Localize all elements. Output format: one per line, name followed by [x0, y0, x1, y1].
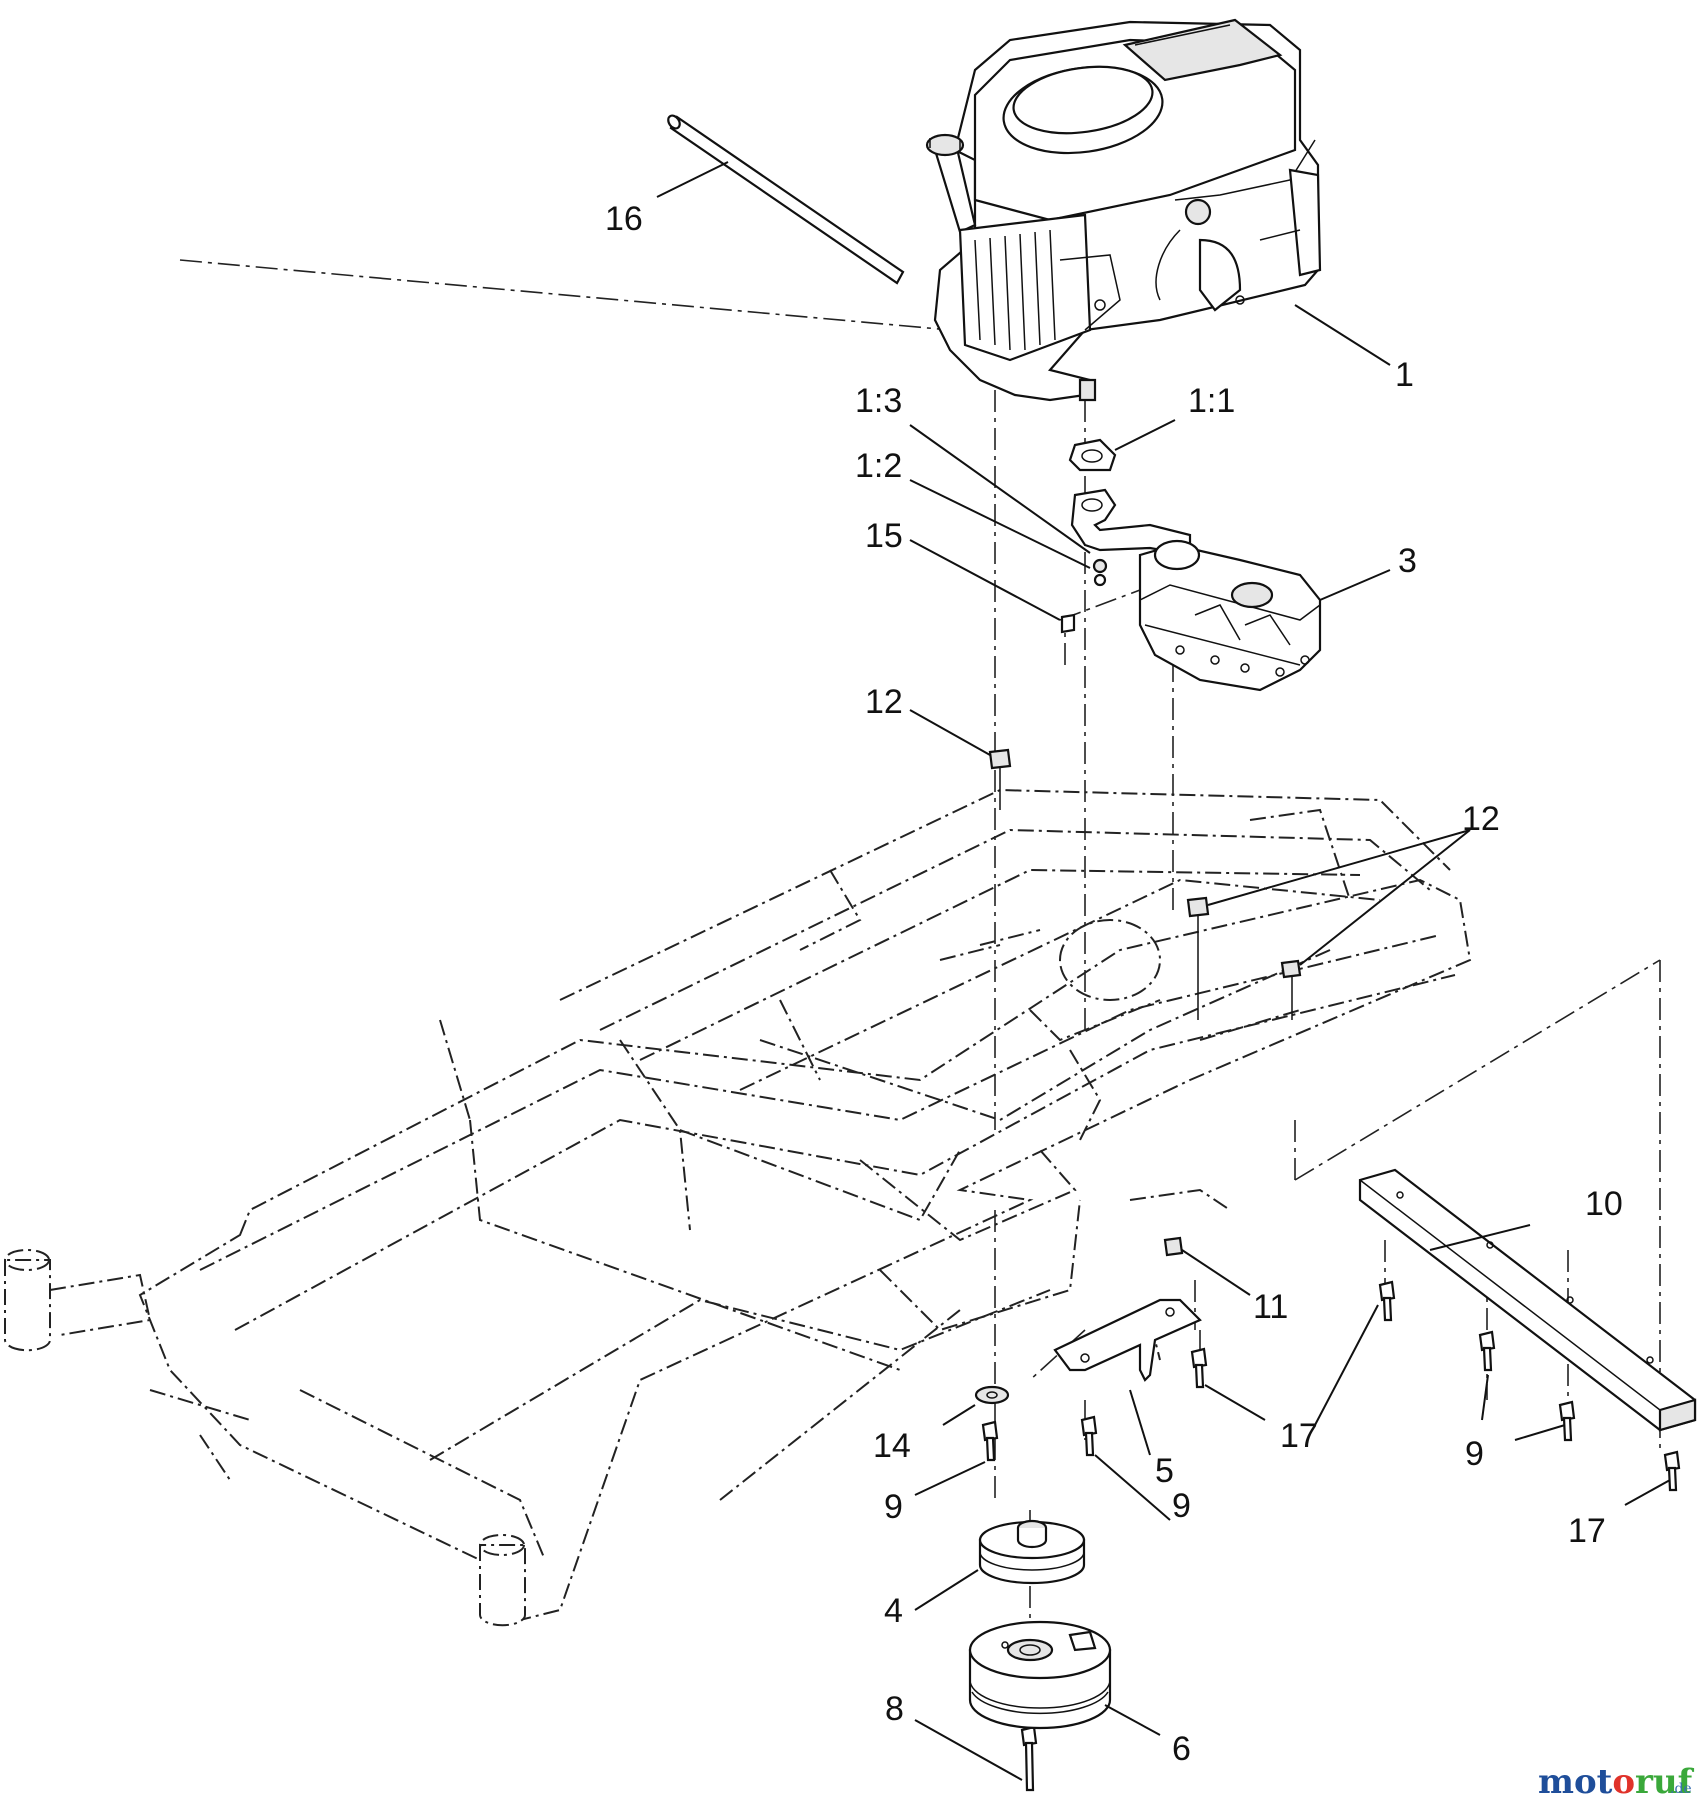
watermark-suffix: .de	[1670, 1781, 1692, 1797]
callout-1-3: 1:3	[855, 382, 902, 420]
muffler-part-3	[1138, 539, 1322, 692]
callout-4: 4	[884, 1592, 903, 1630]
callout-9-left: 9	[884, 1488, 903, 1526]
callout-labels: 16 1 1:1 1:3 1:2 15 3 12 12 10 11 17 5 9…	[605, 200, 1623, 1768]
callout-12-left: 12	[865, 683, 903, 721]
engine-part-1	[925, 18, 1322, 402]
hardware-small	[988, 558, 1302, 1020]
callout-17-right: 17	[1568, 1512, 1606, 1550]
callout-9-mid: 9	[1172, 1487, 1191, 1525]
callout-12-right: 12	[1462, 800, 1500, 838]
gasket-part-1-1	[1068, 438, 1117, 472]
chassis-frame	[4, 788, 1472, 1627]
callout-11: 11	[1253, 1288, 1288, 1326]
callout-10: 10	[1585, 1185, 1623, 1223]
callout-5: 5	[1155, 1452, 1174, 1490]
exhaust-pipe	[1070, 488, 1192, 557]
callout-14: 14	[873, 1427, 911, 1465]
callout-8: 8	[885, 1690, 904, 1728]
callout-16: 16	[605, 200, 643, 238]
clutch-part-6	[968, 1620, 1112, 1730]
callout-6: 6	[1172, 1730, 1191, 1768]
callout-1-1: 1:1	[1188, 382, 1235, 420]
bolts	[981, 1280, 1681, 1792]
leader-lines	[656, 161, 1671, 1781]
watermark-logo: motoruf .de	[1538, 1762, 1695, 1800]
watermark-part3: ruf	[1635, 1762, 1695, 1800]
washer-part-14	[974, 1385, 1010, 1405]
nut-part-11	[1163, 1236, 1184, 1257]
callout-1: 1	[1395, 356, 1414, 394]
callout-3: 3	[1398, 542, 1417, 580]
bracket-part-5	[1053, 1298, 1202, 1382]
svg-text:motoruf: motoruf	[1538, 1762, 1695, 1800]
callout-9-right: 9	[1465, 1435, 1484, 1473]
pulley-part-4	[978, 1519, 1086, 1585]
alignment-lines	[179, 259, 1661, 1780]
callout-1-2: 1:2	[855, 447, 902, 485]
callout-17-mid: 17	[1280, 1417, 1318, 1455]
bar-part-10	[1358, 1168, 1697, 1432]
callout-15: 15	[865, 517, 903, 555]
tube-part-16	[667, 114, 905, 285]
watermark-part1: mot	[1538, 1762, 1613, 1800]
watermark-part2: o	[1612, 1762, 1635, 1800]
